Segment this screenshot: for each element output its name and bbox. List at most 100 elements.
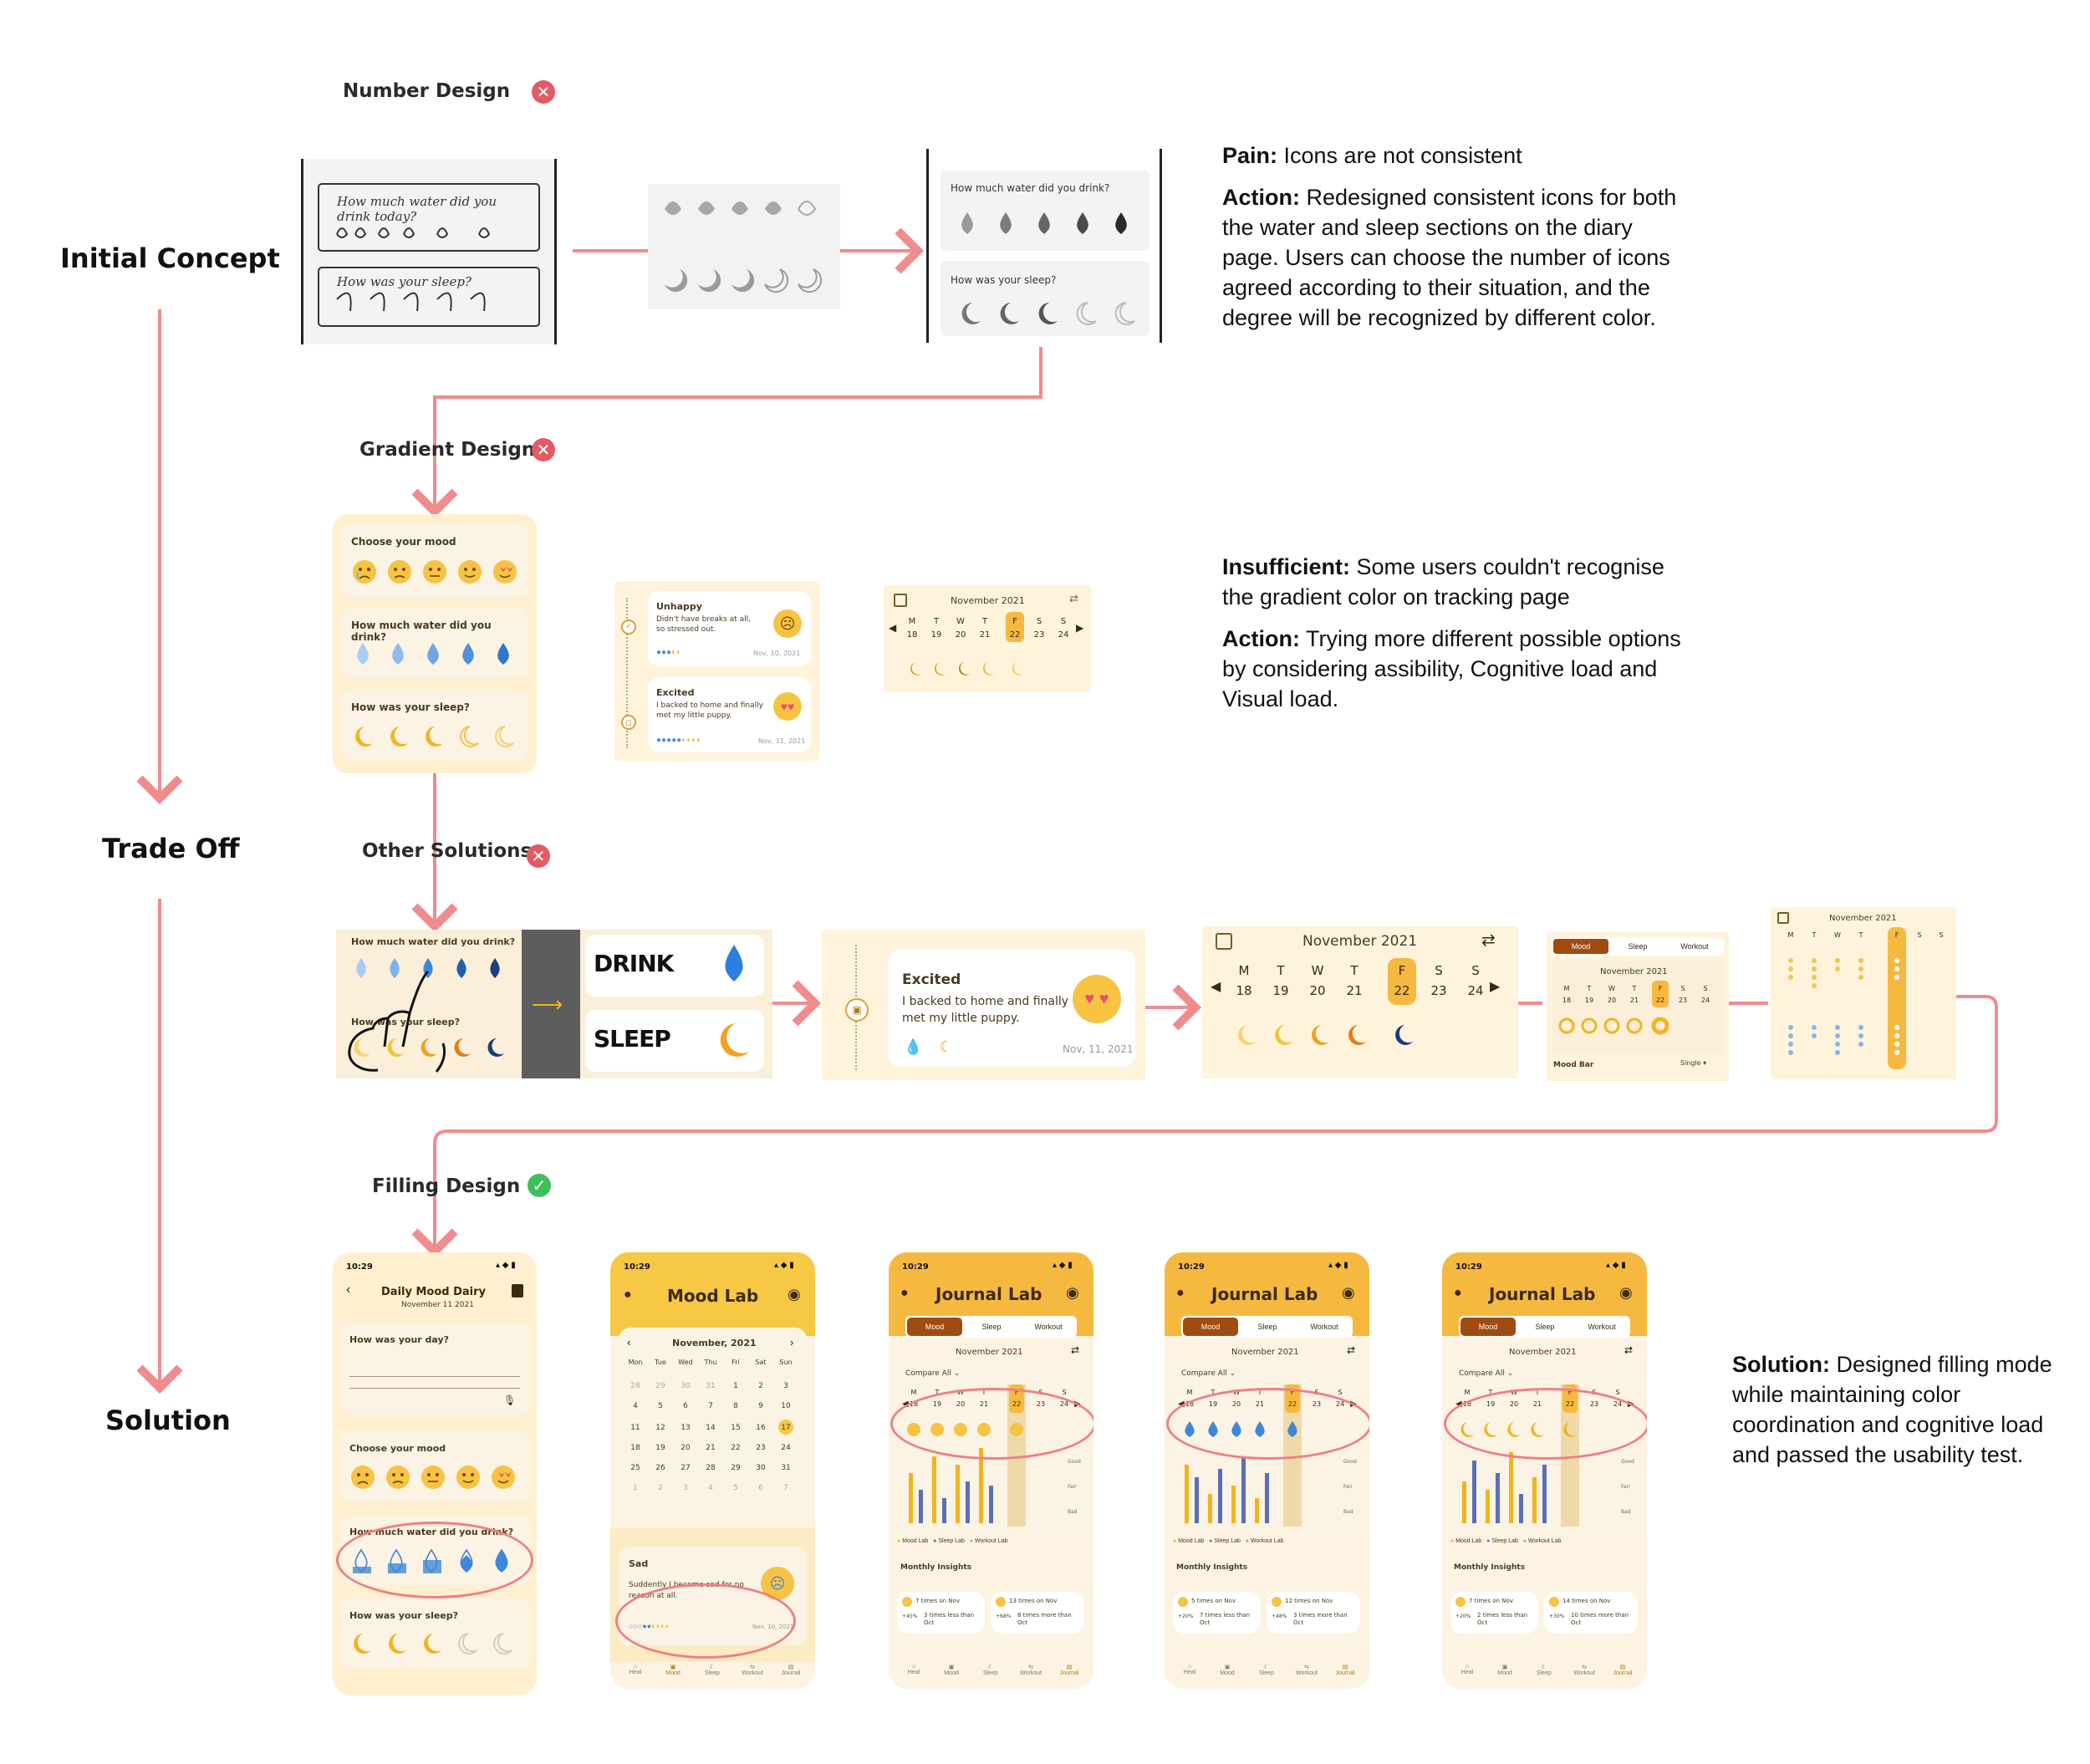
nav-journal[interactable]: ▤Journal xyxy=(1613,1665,1633,1676)
calendar-prev-icon[interactable]: ◀ xyxy=(1211,980,1221,994)
tab-sleep[interactable]: Sleep xyxy=(981,1323,1002,1331)
back-icon[interactable]: ‹ xyxy=(346,1282,351,1297)
chart-legend: ● Mood Lab ● Sleep Lab ● Workout Lab xyxy=(897,1538,1008,1544)
nav-sleep[interactable]: ☾Sleep xyxy=(705,1665,720,1676)
mood-face-icon xyxy=(902,1597,912,1607)
chart-bar xyxy=(979,1448,983,1523)
alarm-icon[interactable]: ◉ xyxy=(1619,1284,1633,1301)
calendar-month: November 2021 xyxy=(951,595,1025,606)
nav-workout[interactable]: ⇆Workout xyxy=(1573,1665,1595,1676)
nav-journal[interactable]: ▤Journal xyxy=(1059,1665,1079,1676)
tab-sleep[interactable]: Sleep xyxy=(1535,1323,1555,1331)
highlight-ellipse xyxy=(1444,1388,1647,1460)
nav-workout[interactable]: ⇆Workout xyxy=(1020,1665,1042,1676)
swap-icon[interactable]: ⇄ xyxy=(1071,1344,1080,1356)
chart-bar xyxy=(1532,1477,1537,1523)
alarm-icon[interactable]: ◉ xyxy=(788,1286,801,1303)
tab-workout[interactable]: Workout xyxy=(1680,942,1709,951)
scale-label: Fair xyxy=(1621,1484,1630,1490)
alarm-icon[interactable]: ◉ xyxy=(1342,1284,1355,1301)
tab-sleep[interactable]: Sleep xyxy=(1257,1323,1277,1331)
mood-face-icon xyxy=(1549,1597,1559,1607)
nav-mood[interactable]: ▣Mood xyxy=(1220,1665,1235,1676)
tab-workout[interactable]: Workout xyxy=(1588,1323,1616,1331)
swap-icon[interactable]: ⇄ xyxy=(1069,592,1078,604)
alarm-icon[interactable]: ◉ xyxy=(1066,1284,1079,1301)
status-icons: ▴ ◆ ▮ xyxy=(1053,1261,1073,1270)
user-icon[interactable]: ● xyxy=(900,1286,909,1300)
nav-workout[interactable]: ⇆Workout xyxy=(742,1665,763,1676)
user-icon[interactable]: ● xyxy=(1454,1286,1462,1300)
journal-entry-excited[interactable]: Excited I backed to home and finally met… xyxy=(648,677,811,752)
nav-heal[interactable]: ⌂Heal xyxy=(907,1664,920,1675)
tab-mood[interactable]: Mood xyxy=(1553,939,1608,954)
note-initial: Pain: Icons are not consistent Action: R… xyxy=(1222,140,1690,344)
microphone-icon[interactable]: 🎙 xyxy=(503,1394,517,1406)
compare-select[interactable]: Compare All ⌄ xyxy=(1459,1369,1514,1378)
single-select[interactable]: Single ▾ xyxy=(1680,1059,1707,1067)
swap-icon[interactable]: ⇄ xyxy=(1481,931,1496,950)
compare-select[interactable]: Compare All ⌄ xyxy=(1181,1369,1236,1378)
approved-icon: ✓ xyxy=(528,1174,551,1197)
nav-heal[interactable]: ⌂Heal xyxy=(629,1664,642,1675)
insight-count: 5 times on Nov xyxy=(1191,1598,1236,1604)
tab-mood[interactable]: Mood xyxy=(1183,1318,1238,1336)
rejected-icon: ✕ xyxy=(527,844,550,868)
tab-bar: Mood Sleep Workout xyxy=(1459,1316,1630,1338)
weekday-label: Thu xyxy=(703,1359,716,1366)
bottom-nav: ⌂Heal ▣Mood ☾Sleep ⇆Workout ▤Journal xyxy=(889,1662,1093,1689)
insight-percent: +48% xyxy=(1272,1614,1287,1619)
timeline-dots xyxy=(626,598,638,748)
swap-icon[interactable]: ⇄ xyxy=(1347,1344,1356,1356)
swap-icon[interactable]: ⇄ xyxy=(1624,1344,1634,1356)
compare-select[interactable]: Compare All ⌄ xyxy=(905,1369,961,1378)
calendar-next-icon[interactable]: ▶ xyxy=(1490,980,1501,994)
nav-heal[interactable]: ⌂Heal xyxy=(1183,1664,1196,1675)
date-label: 24 xyxy=(1467,983,1483,998)
tab-workout[interactable]: Workout xyxy=(1034,1323,1063,1331)
nav-sleep[interactable]: ☾Sleep xyxy=(1259,1665,1274,1676)
nav-sleep[interactable]: ☾Sleep xyxy=(983,1665,998,1676)
insight-count: 13 times on Nov xyxy=(1009,1598,1058,1604)
user-icon[interactable]: ● xyxy=(1176,1286,1185,1300)
calendar-prev-icon[interactable]: ◀ xyxy=(889,622,897,634)
journal-entry-excited[interactable]: Excited I backed to home and finally met… xyxy=(889,950,1135,1067)
nav-heal[interactable]: ⌂Heal xyxy=(1460,1664,1474,1675)
pain-text: Icons are not consistent xyxy=(1277,143,1522,168)
tab-workout[interactable]: Workout xyxy=(1310,1323,1338,1331)
nav-workout[interactable]: ⇆Workout xyxy=(1296,1665,1318,1676)
nav-label: Workout xyxy=(1573,1670,1595,1676)
tab-mood[interactable]: Mood xyxy=(1460,1318,1516,1336)
weekday-label: F xyxy=(1659,985,1663,992)
tab-mood[interactable]: Mood xyxy=(907,1318,962,1336)
nav-mood[interactable]: ▣Mood xyxy=(944,1665,959,1676)
svg-text:31: 31 xyxy=(706,1382,715,1390)
heart-eyes-face-icon: ♥♥ xyxy=(773,692,802,721)
nav-label: Mood xyxy=(1220,1670,1235,1676)
nav-sleep[interactable]: ☾Sleep xyxy=(1537,1665,1552,1676)
nav-mood[interactable]: ▣Mood xyxy=(1497,1665,1512,1676)
calendar-prev-icon[interactable]: ‹ xyxy=(627,1336,631,1348)
entry-title: Unhappy xyxy=(656,601,702,612)
calendar-next-icon[interactable]: › xyxy=(790,1336,794,1348)
svg-text:21: 21 xyxy=(706,1444,715,1452)
entry-date: Nov, 11, 2021 xyxy=(758,737,806,745)
calendar-next-icon[interactable]: ▶ xyxy=(1076,622,1084,634)
tab-sleep[interactable]: Sleep xyxy=(1628,942,1648,951)
nav-journal[interactable]: ▤Journal xyxy=(1335,1665,1355,1676)
svg-text:12: 12 xyxy=(655,1424,665,1432)
nav-journal[interactable]: ▤Journal xyxy=(781,1665,801,1676)
bottom-nav: ⌂Heal ▣Mood ☾Sleep ⇆Workout ▤Journal xyxy=(610,1662,815,1689)
nav-mood[interactable]: ▣Mood xyxy=(665,1665,681,1676)
insufficient-label: Insufficient: xyxy=(1222,554,1350,579)
user-icon[interactable]: ● xyxy=(624,1287,632,1302)
insights-title: Monthly Insights xyxy=(1454,1563,1526,1572)
journal-entry-unhappy[interactable]: Unhappy Didn't have breaks at all, so st… xyxy=(648,591,811,666)
week-strip: M T W T F S S 18 19 20 21 22 23 24 xyxy=(907,612,1068,676)
bookmark-icon[interactable] xyxy=(512,1284,523,1298)
journal-lab-header: 10:29 ▴ ◆ ▮ ● Journal Lab ◉ Mood Sleep W… xyxy=(1165,1252,1369,1338)
weekday-label: T xyxy=(1488,1389,1493,1396)
svg-text:5: 5 xyxy=(658,1402,663,1410)
day-input[interactable] xyxy=(349,1356,520,1377)
insight-count: 12 times on Nov xyxy=(1285,1598,1333,1604)
